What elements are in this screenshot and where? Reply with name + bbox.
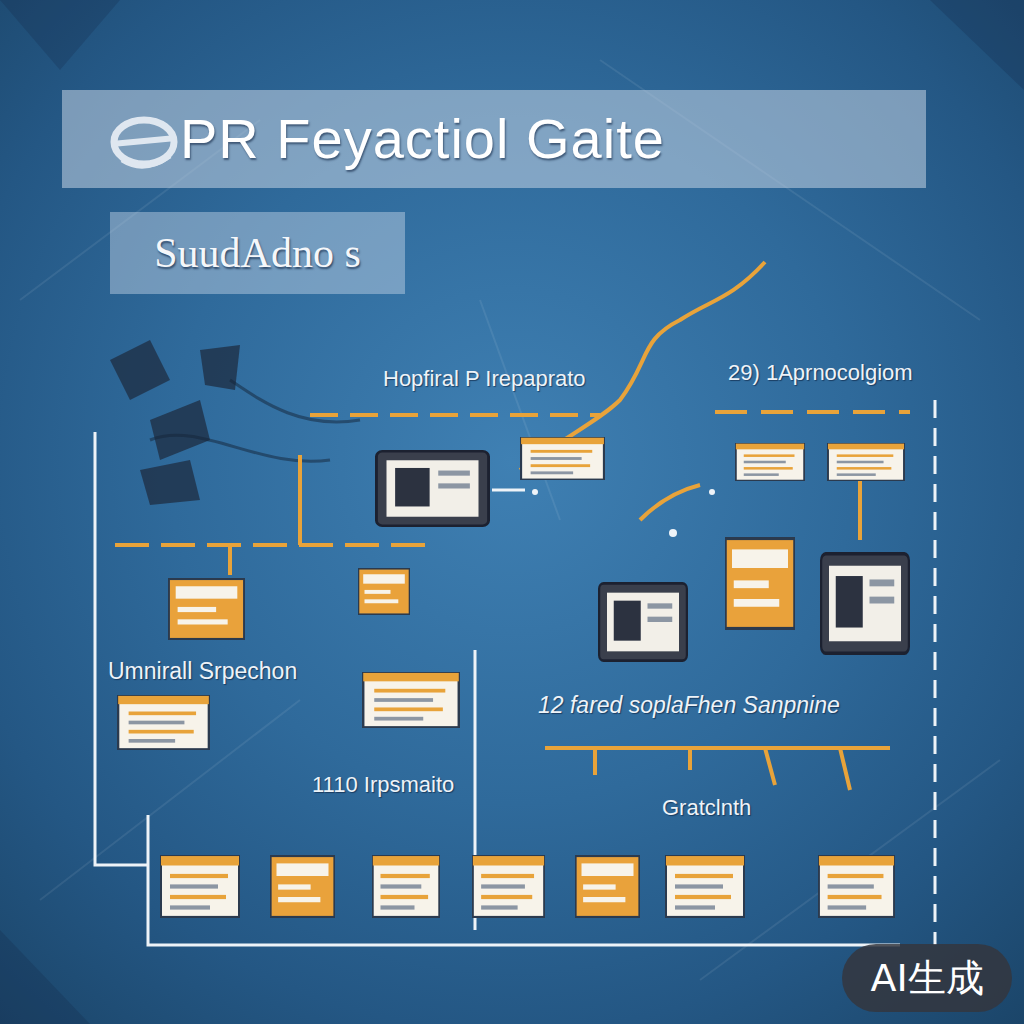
- annotation-label: Hopfiral P Irepaprato: [383, 366, 586, 392]
- scribble-shape: [150, 400, 210, 460]
- annotation-label: 1110 Irpsmaito: [312, 772, 454, 798]
- dots: [532, 489, 715, 537]
- title-text: PR Feyactiol Gaite: [180, 106, 665, 171]
- dark-card: [599, 583, 687, 660]
- title-banner: PR Feyactiol Gaite: [62, 90, 926, 188]
- white-card: [521, 438, 604, 480]
- orange-card: [576, 856, 639, 917]
- box-text: SuudAdno s: [154, 229, 361, 277]
- white-card: [363, 673, 459, 727]
- dark-card: [376, 451, 488, 525]
- watermark-badge: AI生成: [842, 944, 1012, 1012]
- white-card: [666, 856, 744, 917]
- white-card: [736, 444, 804, 481]
- scribble-shape: [110, 340, 170, 400]
- dot: [532, 489, 538, 495]
- text-box: SuudAdno s: [110, 212, 405, 294]
- white-card: [473, 856, 544, 917]
- background-shard: [930, 0, 1024, 90]
- white-card: [819, 856, 894, 917]
- scribble-shape: [140, 460, 200, 505]
- annotation-label: Gratclnth: [662, 795, 751, 821]
- annotation-label: 12 fared soplaFhen Sanpnine: [538, 692, 840, 719]
- annotation-label: Umnirall Srpechon: [108, 658, 297, 685]
- white-card: [118, 696, 209, 749]
- annotation-label: 29) 1Aprnocolgiom: [728, 360, 913, 386]
- orange-dashed-line: [310, 413, 600, 417]
- frame-line: [934, 400, 937, 945]
- orange-connector: [640, 480, 860, 540]
- frame-line: [148, 815, 900, 945]
- white-card: [161, 856, 239, 917]
- dark-card: [821, 554, 909, 654]
- scribble-cluster: [110, 340, 240, 505]
- dot: [669, 529, 677, 537]
- frame-line: [492, 489, 525, 492]
- dot: [709, 489, 715, 495]
- orange-dashed-line: [715, 410, 910, 414]
- background-stroke: [20, 60, 1000, 980]
- orange-dashed-line: [115, 543, 430, 547]
- orange-card: [359, 569, 410, 614]
- orange-card: [169, 579, 244, 639]
- background-shard: [0, 0, 120, 70]
- frame-lines: [95, 400, 935, 945]
- white-card: [828, 444, 904, 481]
- orange-card: [726, 539, 794, 629]
- orange-drop: [595, 748, 850, 790]
- background-shard: [0, 930, 90, 1024]
- white-card: [373, 856, 439, 917]
- orange-lines: [115, 262, 910, 790]
- scribble-line: [150, 380, 360, 461]
- background-strokes: [20, 60, 1000, 980]
- orange-card: [271, 856, 334, 917]
- orange-connector: [230, 455, 300, 575]
- frame-line: [95, 432, 148, 865]
